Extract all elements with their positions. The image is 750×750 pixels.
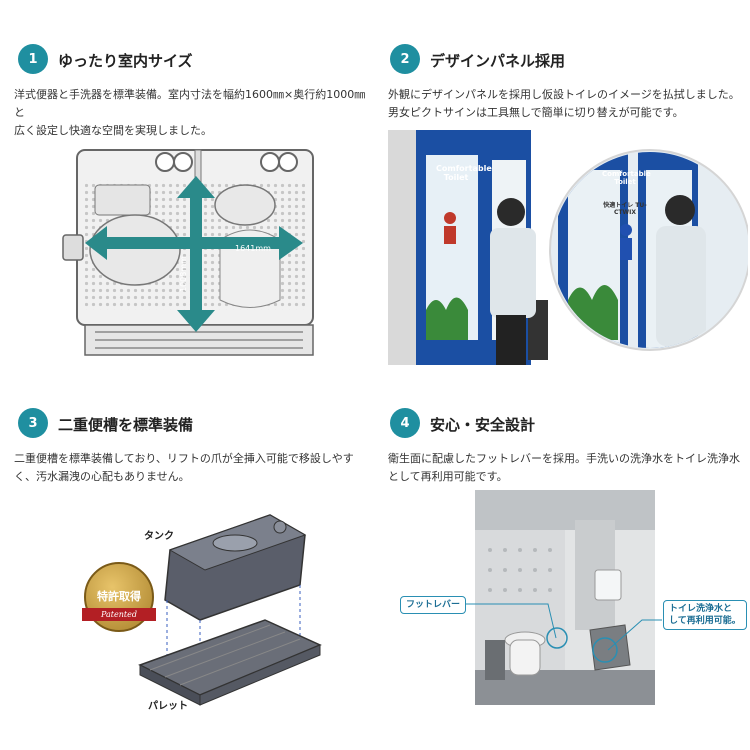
desc-line: 外観にデザインパネルを採用し仮設トイレのイメージを払拭しました。 [388,88,740,101]
section-1-description: 洋式便器と手洗器を標準装備。室内寸法を幅約1600㎜×奥行約1000㎜と 広く設… [14,86,374,140]
desc-line: 二重便槽を標準装備しており、リフトの爪が全挿入可能で移設しやす [14,452,354,465]
section-1-number: 1 [18,44,48,74]
panel-text-large: Comfortable Toilet [436,164,492,182]
floor-plan-illustration: 1641mm 1008mm [55,140,320,370]
double-tank-illustration: タンク パレット [70,505,360,720]
desc-line: く、汚水漏洩の心配もありません。 [14,470,190,483]
section-3-description: 二重便槽を標準装備しており、リフトの爪が全挿入可能で移設しやす く、汚水漏洩の心… [14,450,374,486]
patented-ribbon: Patented [82,608,156,621]
reuse-water-line-2: して再利用可能。 [669,616,741,626]
section-4-title: 安心・安全設計 [430,416,536,434]
desc-line: 洋式便器と手洗器を標準装備。室内寸法を幅約1600㎜×奥行約1000㎜と [14,88,366,119]
desc-line: 衛生面に配慮したフットレバーを採用。手洗いの洗浄水をトイレ洗浄水 [388,452,740,465]
design-panel-photo: Comfortable Toilet Comfortable Toilet 快適… [388,130,748,370]
section-3-number: 3 [18,408,48,438]
section-1-title: ゆったり室内サイズ [58,52,193,70]
desc-line: 広く設定し快適な空間を実現しました。 [14,124,212,137]
reuse-water-line-1: トイレ洗浄水と [669,604,733,614]
section-3-title: 二重便槽を標準装備 [58,416,194,434]
section-2-title: デザインパネル採用 [430,52,566,70]
desc-line: 男女ピクトサインは工具無しで簡単に切り替えが可能です。 [388,106,684,119]
panel-text-zoom: Comfortable Toilet [602,170,651,186]
section-2-number: 2 [390,44,420,74]
interior-photo [475,490,655,705]
panel-model-text: 快適トイレ TU-CTWIX [603,202,647,216]
callout-leader-lines [460,603,662,651]
foot-lever-callout: フットレバー [400,596,467,614]
pallet-label: パレット [148,701,188,712]
section-2-description: 外観にデザインパネルを採用し仮設トイレのイメージを払拭しました。 男女ピクトサイ… [388,86,748,122]
depth-dimension-label: 1008mm [179,256,188,292]
patented-badge-text: 特許取得 [97,590,141,603]
section-4-number: 4 [390,408,420,438]
desc-line: として再利用可能です。 [388,470,508,483]
width-dimension-label: 1641mm [235,244,271,253]
patented-badge: 特許取得 Patented [82,562,156,632]
reuse-water-callout: トイレ洗浄水と して再利用可能。 [663,600,747,630]
tank-label: タンク [144,531,174,542]
section-4-description: 衛生面に配慮したフットレバーを採用。手洗いの洗浄水をトイレ洗浄水 として再利用可… [388,450,748,486]
